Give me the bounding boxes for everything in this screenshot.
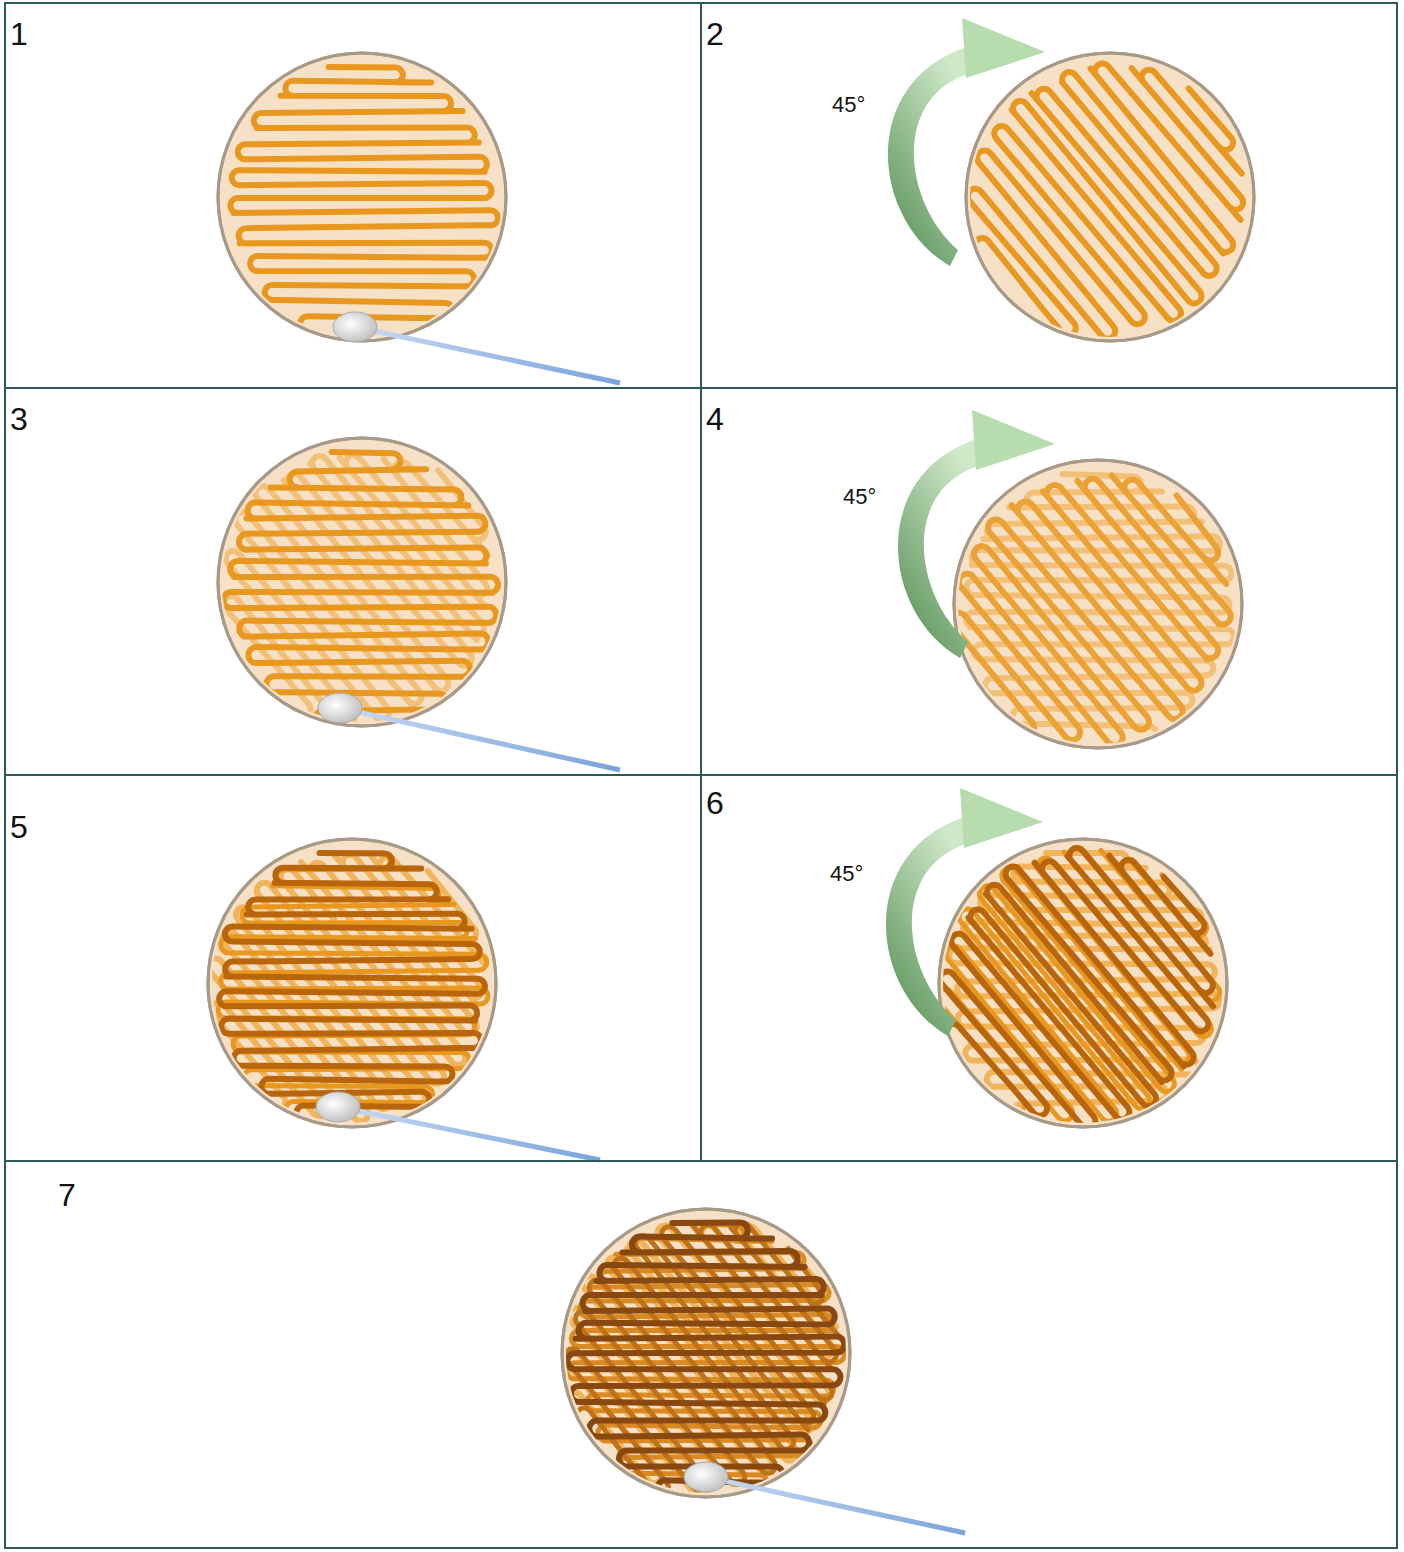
swab-stick [706,1477,965,1533]
swab-tip [318,693,362,723]
dish-rim [939,839,1227,1127]
dish-rim [218,438,506,726]
streak-group [158,796,540,1179]
streak-group [513,1165,896,1548]
streak-line [567,1223,844,1497]
swab-stick [340,708,620,770]
rotation-arrow [898,410,1055,658]
streak-group [920,11,1299,390]
streak-line [920,11,1299,390]
swab-tip [684,1462,728,1492]
streak-line [158,796,540,1179]
streak-line [513,1168,892,1546]
dish-rim [562,1209,850,1497]
panel-number: 1 [10,18,28,50]
streak-line [219,853,485,1121]
panel-number: 4 [706,403,724,435]
rotation-arrow [888,18,1045,266]
petri-dish [218,53,506,341]
panel-number: 6 [706,787,724,819]
streak-group [904,419,1287,802]
angle-label: 45° [843,486,876,508]
angle-label: 45° [832,94,865,116]
dish-rim [966,53,1254,341]
streak-line [223,452,498,727]
streak-line [170,392,549,772]
panel-number: 2 [706,18,724,50]
rotation-arrow [886,788,1043,1036]
streak-group [170,392,549,772]
panel-number: 3 [10,403,28,435]
streak-line [230,67,498,331]
grid-lines [5,3,1397,1548]
panel-number: 7 [58,1179,76,1211]
dish-rim [218,53,506,341]
angle-label: 45° [830,863,863,885]
streak-line [513,1165,895,1548]
streak-line [904,419,1287,802]
swab-tip [333,312,377,342]
swab-tip [316,1092,360,1122]
dish-rim [208,839,496,1127]
swab-stick [338,1107,600,1160]
swab-stick [355,327,620,383]
dish-rim [954,460,1242,748]
panel-number: 5 [10,811,28,843]
streak-group [230,67,498,331]
